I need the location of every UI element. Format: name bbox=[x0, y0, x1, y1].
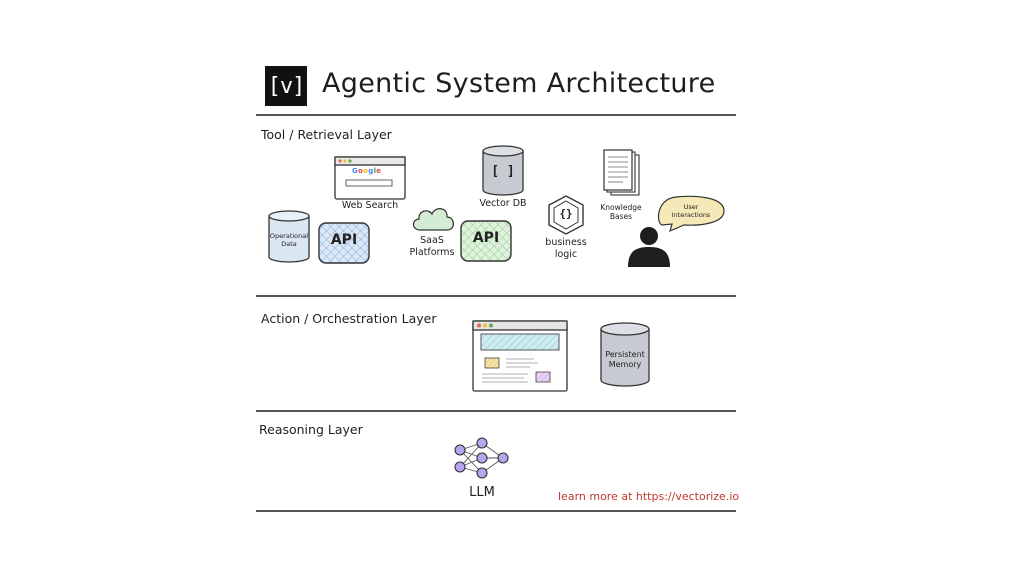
knowledge-bases-icon bbox=[603, 149, 640, 196]
vectorize-link[interactable]: learn more at https://vectorize.io bbox=[558, 490, 740, 503]
tool-layer-title: Tool / Retrieval Layer bbox=[261, 127, 392, 142]
cloud-icon bbox=[412, 208, 454, 231]
user-icon bbox=[628, 227, 670, 267]
api-box-blue bbox=[318, 222, 370, 264]
api-label-1: API bbox=[330, 232, 358, 248]
persistent-memory-label: Persistent Memory bbox=[605, 350, 645, 369]
google-logo: Google bbox=[352, 167, 382, 175]
web-search-browser-icon bbox=[334, 156, 406, 200]
vectorize-logo: [v] bbox=[265, 66, 307, 106]
divider bbox=[256, 295, 736, 297]
page-title: Agentic System Architecture bbox=[322, 68, 716, 99]
vector-db-icon bbox=[482, 145, 524, 196]
business-logic-glyph: {} bbox=[559, 207, 573, 220]
divider bbox=[256, 114, 736, 116]
operational-data-label: Operational Data bbox=[269, 232, 309, 248]
neural-network-icon bbox=[454, 437, 509, 479]
web-search-label: Web Search bbox=[341, 200, 399, 211]
vector-db-glyph: [ ] bbox=[491, 164, 515, 179]
persistent-memory-icon bbox=[600, 322, 650, 387]
api-label-2: API bbox=[472, 230, 500, 246]
api-box-green bbox=[460, 220, 512, 262]
operational-data-icon bbox=[268, 210, 310, 263]
business-logic-label: business logic bbox=[545, 237, 587, 260]
action-layer-title: Action / Orchestration Layer bbox=[261, 311, 437, 326]
divider bbox=[256, 510, 736, 512]
business-logic-icon bbox=[548, 195, 584, 235]
llm-label: LLM bbox=[469, 485, 495, 500]
vector-db-label: Vector DB bbox=[479, 198, 527, 209]
speech-bubble-icon bbox=[657, 195, 725, 233]
orchestration-window-icon bbox=[472, 320, 568, 392]
divider bbox=[256, 410, 736, 412]
knowledge-bases-label: Knowledge Bases bbox=[600, 203, 642, 221]
saas-platforms-label: SaaS Platforms bbox=[409, 235, 455, 258]
reasoning-layer-title: Reasoning Layer bbox=[259, 422, 363, 437]
user-interactions-label: User Interactions bbox=[671, 203, 711, 219]
